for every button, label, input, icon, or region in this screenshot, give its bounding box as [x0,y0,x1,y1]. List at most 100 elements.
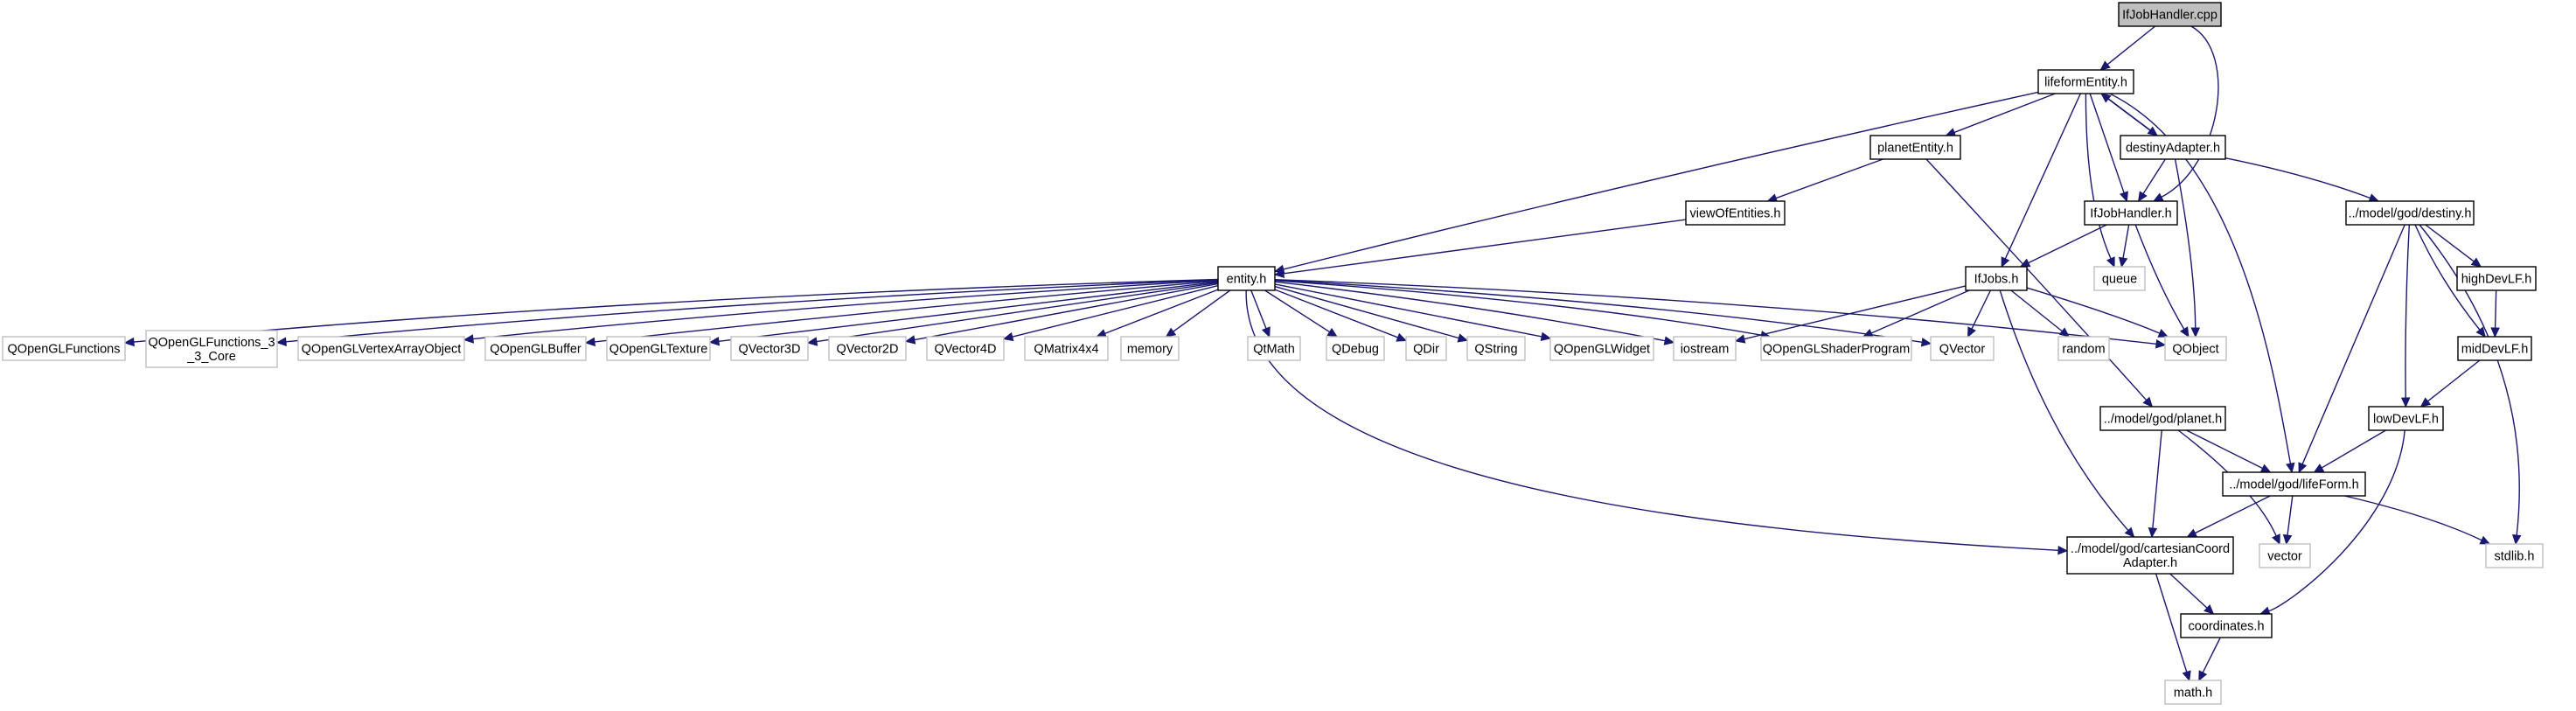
edge-lifeform-h-to-cartesiancoordadapter-h [2186,495,2271,538]
edge-destiny-h-to-lowdevlf-h [2400,224,2411,408]
edge-entity-h-to-cartesiancoordadapter-h [1245,289,2069,555]
edge-ijobs-h-to-iostream [1734,285,1967,344]
node-box [145,330,278,368]
arrowhead [806,337,818,346]
node-destiny-h[interactable]: ../model/god/destiny.h [2345,200,2475,226]
arrowhead [1273,268,1285,278]
edge-entity-h-to-qopenglfunctions [123,278,1219,347]
edge-line [2169,573,2208,609]
node-qopengltexture: QOpenGLTexture [606,336,711,361]
node-highdevlf-h[interactable]: highDevLF.h [2456,266,2537,291]
node-box [2099,406,2226,431]
node-lifeform-h[interactable]: ../model/god/lifeForm.h [2222,471,2366,497]
edge-line [718,281,1219,342]
edge-line [2085,93,2112,260]
node-middevlf-h[interactable]: midDevLF.h [2457,336,2532,361]
node-viewofentities-h[interactable]: viewOfEntities.h [1685,200,1786,226]
node-box [2457,336,2532,361]
node-box [1965,266,2028,291]
edge-destiny-h-to-middevlf-h [2414,224,2486,338]
node-planetentity-h[interactable]: planetEntity.h [1869,135,1961,160]
edge-line [2106,25,2156,66]
node-entity-h[interactable]: entity.h [1217,266,1276,291]
arrowhead [2313,464,2325,473]
edge-line [2134,224,2185,330]
node-ijobs-h[interactable]: IfJobs.h [1965,266,2028,291]
node-label: Adapter.h [2123,556,2177,570]
edge-lifeform-h-to-stdlib-h [2344,495,2491,545]
node-label: ../model/god/lifeForm.h [2229,478,2358,492]
arrowhead [2001,256,2010,268]
edge-line [2010,289,2063,332]
node-lowdevlf-h[interactable]: lowDevLF.h [2368,406,2444,431]
arrowhead [2198,670,2208,682]
edge-planet-h-to-cartesiancoordadapter-h [2148,429,2162,539]
node-box [1247,336,1301,361]
node-lifeformentity-h[interactable]: lifeformEntity.h [2037,69,2134,94]
edge-line [1283,91,2039,270]
node-box [2037,69,2134,94]
arrowhead [2282,533,2293,546]
edge-entity-h-to-qopengltexture [708,281,1219,346]
arrowhead [2490,327,2500,338]
arrowhead [2286,462,2295,474]
node-label: ../model/god/destiny.h [2349,207,2472,221]
arrowhead [2142,396,2154,408]
edge-line [1264,289,1330,333]
edge-line [2321,429,2386,469]
node-coordinates-h[interactable]: coordinates.h [2180,613,2273,638]
node-box [1549,336,1654,361]
node-label: QVector [1939,343,1986,357]
node-box [2118,2,2222,27]
node-label: QOpenGLShaderProgram [1763,343,1910,357]
arrowhead [2259,464,2272,473]
arrowhead [1457,333,1469,343]
arrowhead [2180,326,2190,338]
arrowhead [2058,327,2071,338]
node-label: IfJobHandler.h [2090,207,2172,221]
node-planet-h[interactable]: ../model/god/planet.h [2099,406,2226,431]
node-vector: vector [2259,543,2311,568]
node-ijobhandler-cpp[interactable]: IfJobHandler.cpp [2118,2,2222,27]
node-qopenglfunctions-3-3-core: QOpenGLFunctions_3_3_Core [145,330,278,368]
node-label: QOpenGLVertexArrayObject [302,343,462,357]
edge-line [2109,93,2292,464]
arrowhead [2155,339,2167,349]
node-label: entity.h [1227,273,1267,287]
node-box [1930,336,1995,361]
edge-line [1283,219,1687,275]
edge-line [1104,289,1219,335]
edge-line [2028,224,2107,264]
node-ijobhandler-h[interactable]: IfJobHandler.h [2084,200,2178,226]
node-qdebug: QDebug [1326,336,1385,361]
node-box [2485,543,2544,568]
edge-lowdevlf-h-to-coordinates-h [2259,429,2405,616]
edge-line [2425,224,2475,262]
edge-entity-h-to-qopenglwidget [1274,283,1552,342]
node-box [2180,613,2273,638]
edge-ijobhandler-h-to-queue [2118,224,2130,268]
node-qvector2d: QVector2D [828,336,907,361]
edge-ijobhandler-cpp-to-lifeformentity-h [2099,25,2156,71]
edge-layer [123,25,2522,682]
arrowhead [2099,60,2111,71]
edge-lifeformentity-h-to-ijobs-h [2001,93,2081,268]
edge-line [1953,93,2056,134]
arrowhead [2100,93,2112,103]
node-label: QOpenGLFunctions [8,343,121,357]
edge-line [1274,279,2157,345]
edge-ijobs-h-to-qobject [2026,287,2169,338]
arrowhead [2511,533,2522,546]
node-label: stdlib.h [2495,550,2535,564]
edge-line [2152,429,2162,529]
node-label: QVector2D [837,343,899,357]
edge-line [2414,224,2481,331]
node-destinyadapter-h[interactable]: destinyAdapter.h [2120,135,2226,160]
edge-entity-h-to-qopenglfunctions-3-3-core [275,279,1219,346]
edge-lifeform-h-to-vector [2282,495,2294,546]
node-box [926,336,1005,361]
edge-line [2224,157,2371,199]
arrowhead [1967,326,1976,338]
node-box [2,336,126,361]
